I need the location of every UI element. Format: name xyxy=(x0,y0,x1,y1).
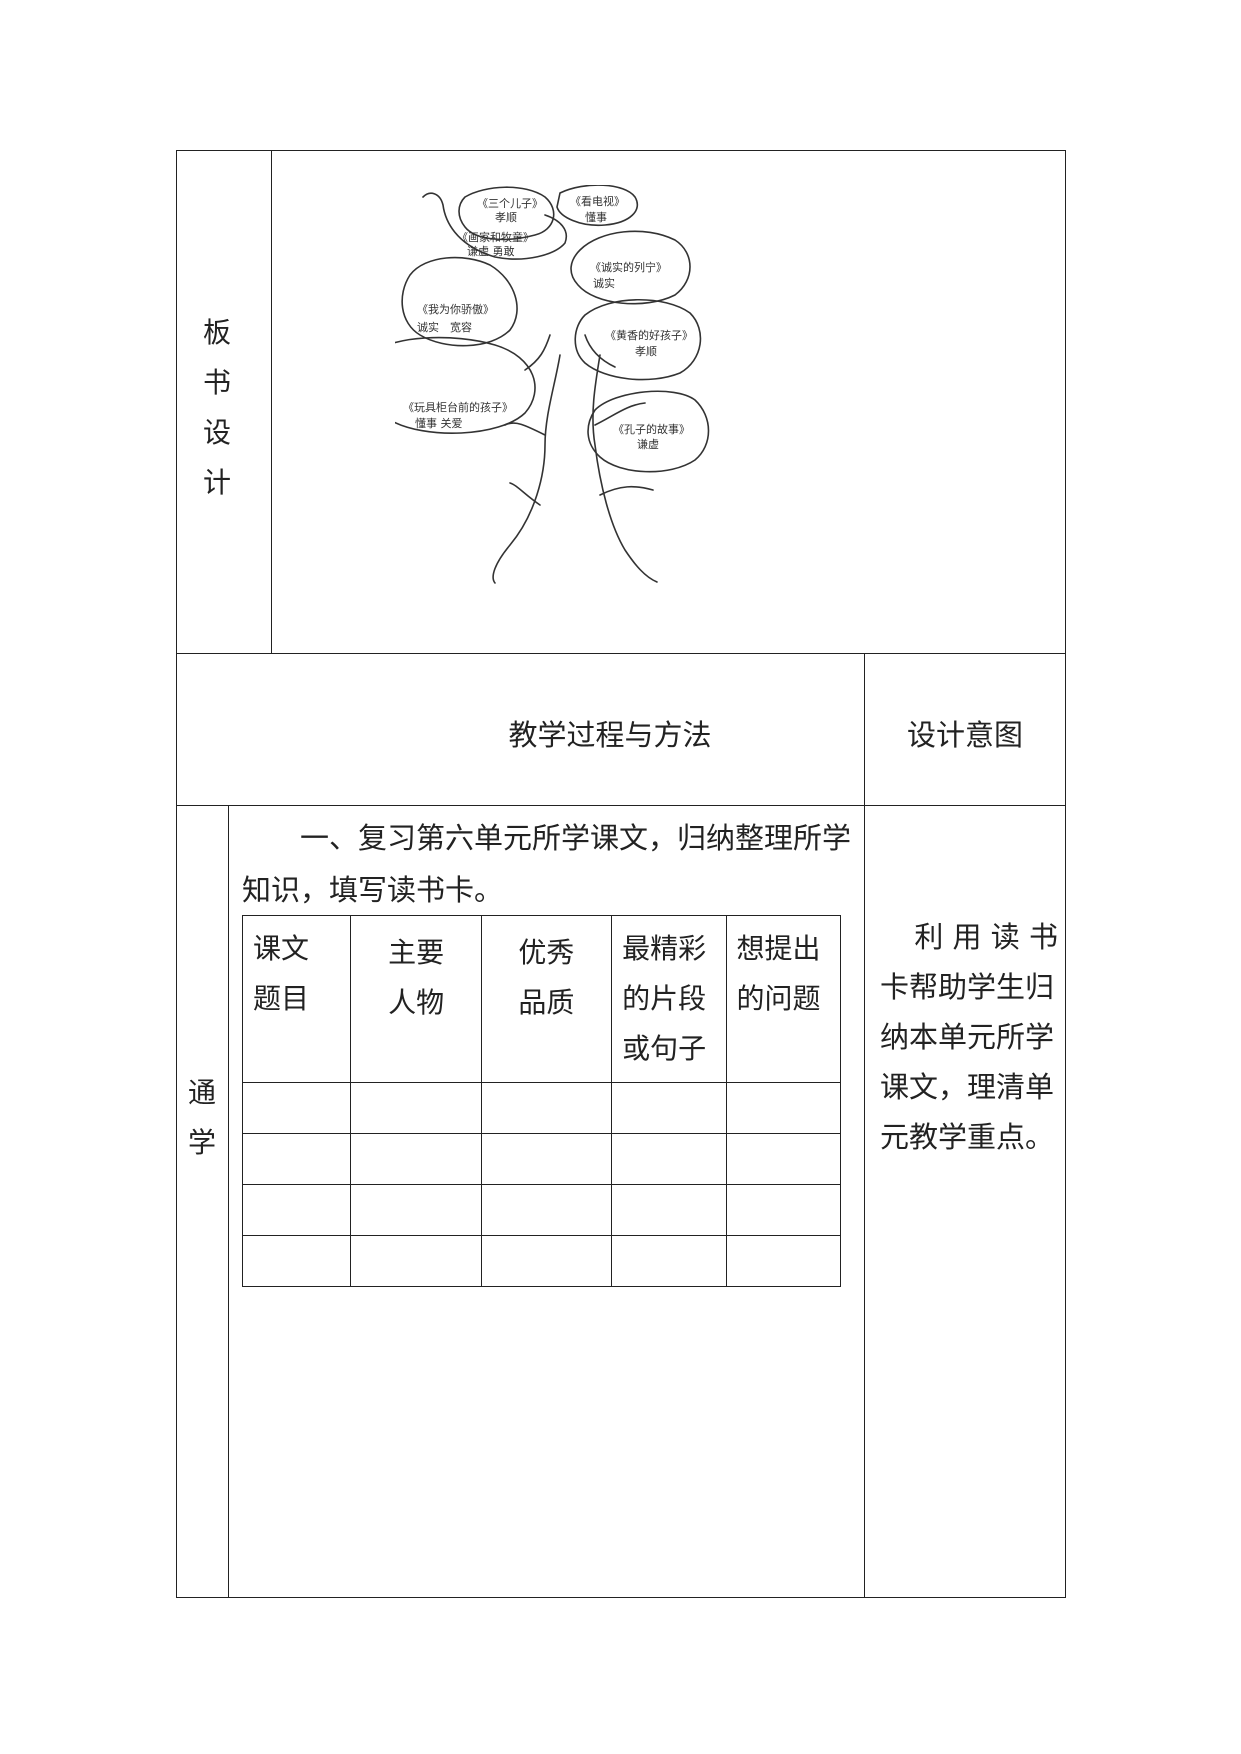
intent-line-1: 利 用 读 书 xyxy=(914,920,1058,954)
bubble-outline-1 xyxy=(458,186,555,241)
process-header: 教学过程与方法 xyxy=(508,718,712,752)
bubble-title-1: 《三个儿子》 xyxy=(477,197,543,210)
intro-line-2: 知识，填写读书卡。 xyxy=(242,873,504,907)
intent-line-4: 课文，理清单 xyxy=(880,1070,1055,1104)
lesson-table xyxy=(176,150,1066,1598)
column-best-passage: 最精彩的片段或句子 xyxy=(611,915,727,1083)
bubble-note-7: 懂事 关爱 xyxy=(415,416,463,430)
bubble-note-8: 谦虚 xyxy=(637,438,659,451)
reading-card-header-row: 课文题目 主要人物 优秀品质 最精彩的片段或句子 想提出的问题 xyxy=(241,915,842,1083)
bubble-note-5: 诚实 宽容 xyxy=(417,320,472,334)
row-divider-header xyxy=(176,805,1066,806)
board-design-label: 板 书 设 计 xyxy=(202,316,231,499)
bubble-outline-2 xyxy=(556,185,639,227)
section-label-divider xyxy=(228,805,229,1598)
column-questions: 想提出的问题 xyxy=(725,915,842,1083)
intent-column-divider xyxy=(864,653,865,1598)
bubble-title-8: 《孔子的故事》 xyxy=(613,422,690,436)
bubble-note-2: 懂事 xyxy=(585,211,607,224)
design-intent-text: 利 用 读 书 卡帮助学生归 纳本单元所学 课文，理清单 元教学重点。 xyxy=(880,912,1058,1162)
reading-card-table: 课文题目 主要人物 优秀品质 最精彩的片段或句子 想提出的问题 xyxy=(241,915,842,1287)
table-row xyxy=(241,1133,842,1185)
bubble-note-4: 诚实 xyxy=(593,276,615,290)
bubble-outline-4 xyxy=(570,230,691,305)
bubble-outline-8 xyxy=(587,390,710,473)
bubble-title-4: 《诚实的列宁》 xyxy=(590,260,667,274)
intro-paragraph: 一、复习第六单元所学课文，归纳整理所学 知识，填写读书卡。 xyxy=(242,812,857,916)
bubble-note-3: 谦虚 勇敢 xyxy=(467,244,515,258)
intent-line-2: 卡帮助学生归 xyxy=(880,970,1055,1004)
column-lesson-title: 课文题目 xyxy=(241,915,352,1083)
section-label: 通 学 xyxy=(187,1076,216,1159)
intro-line-1: 一、复习第六单元所学课文，归纳整理所学 xyxy=(300,821,852,855)
table-row xyxy=(241,1082,842,1134)
bubble-title-2: 《看电视》 xyxy=(570,194,625,208)
column-main-characters: 主要人物 xyxy=(350,915,482,1083)
table-row xyxy=(241,1184,842,1236)
bubble-outline-6 xyxy=(574,298,702,381)
tree-trunk xyxy=(492,354,561,584)
column-good-qualities: 优秀品质 xyxy=(480,915,613,1083)
bubble-note-6: 孝顺 xyxy=(635,345,657,358)
bubble-title-3: 《画家和牧童》 xyxy=(457,230,534,244)
intent-line-3: 纳本单元所学 xyxy=(880,1020,1055,1054)
bubble-title-6: 《黄香的好孩子》 xyxy=(605,328,693,342)
intent-line-5: 元教学重点。 xyxy=(880,1120,1055,1154)
bubble-outline-7 xyxy=(395,336,536,434)
row-divider-board xyxy=(176,653,1066,654)
table-row xyxy=(241,1235,842,1287)
bubble-outline-5 xyxy=(401,256,518,347)
bubble-title-7: 《玩具柜台前的孩子》 xyxy=(403,400,513,414)
bubble-title-5: 《我为你骄傲》 xyxy=(417,302,494,316)
knowledge-tree-drawing: 《三个儿子》 孝顺 《看电视》 懂事 《画家和牧童》 谦虚 勇敢 《诚实的列宁》… xyxy=(395,185,710,584)
bubble-outline-3 xyxy=(422,192,567,260)
intent-header: 设计意图 xyxy=(906,718,1023,752)
board-label-divider xyxy=(271,150,272,653)
bubble-note-1: 孝顺 xyxy=(495,211,517,224)
